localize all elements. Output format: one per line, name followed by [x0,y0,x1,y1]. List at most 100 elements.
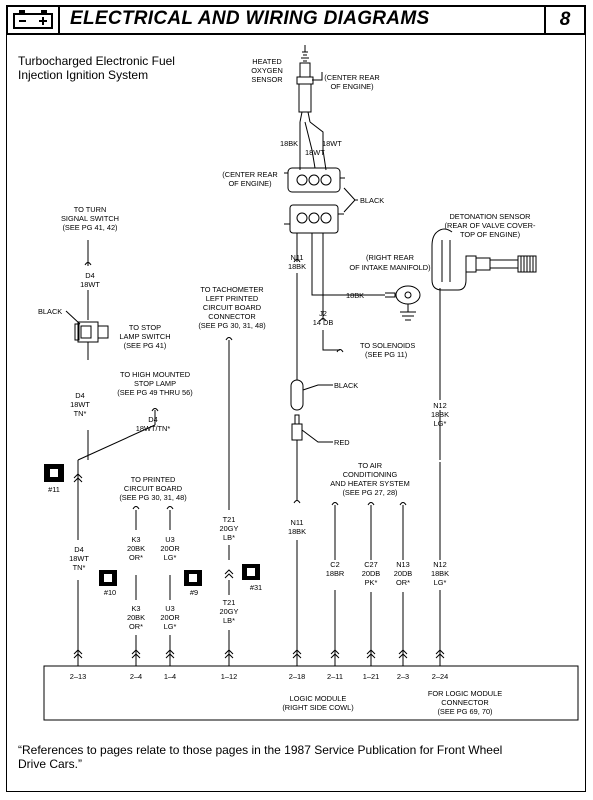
n11-top-2: 18BK [288,262,306,271]
pin-2-4: 2–4 [130,672,142,681]
k3-low-1: K3 [131,604,140,613]
pin-1-12: 1–12 [221,672,237,681]
turn-signal-1: TO TURN [74,205,107,214]
k3-top-2: 20BK [127,544,145,553]
connector-location-1: (CENTER REAR [222,170,277,179]
stop-wire-1: D4 [75,391,84,400]
wire-termination-icon [319,318,327,322]
hmsl-2: STOP LAMP [134,379,176,388]
wire-termination-icon [336,349,344,353]
turn-wire-1: D4 [85,271,94,280]
splice-31-icon [242,564,260,580]
k3-top-3: OR* [129,553,143,562]
d4-low-1: D4 [74,545,83,554]
page-title: ELECTRICAL AND WIRING DIAGRAMS [70,8,430,29]
wire-termination-icon [166,506,174,510]
ac-2: CONDITIONING [343,470,398,479]
wire-termination-icon [84,262,92,266]
splice-10-icon [99,570,117,586]
c2-2: 18BR [326,569,345,578]
o2-sensor-label-1: HEATED [252,57,281,66]
ac-4: (SEE PG 27, 28) [342,488,397,497]
n13-3: OR* [396,578,410,587]
d4-low-3: TN* [73,563,86,572]
connector-location-2: OF ENGINE) [228,179,271,188]
k3-low-2: 20BK [127,613,145,622]
t21-low-3: LB* [223,616,235,625]
diagram-title-line1: Turbocharged Electronic Fuel [18,54,175,68]
diagram-title-line2: Injection Ignition System [18,68,148,82]
inline-connector-icon [290,379,304,441]
tach-5: (SEE PG 30, 31, 48) [198,321,265,330]
c27-2: 20DB [362,569,381,578]
splice-9-icon [184,570,202,586]
u3-low-1: U3 [165,604,174,613]
n11-low-2: 18BK [288,527,306,536]
hmsl-wire-2: 18WT/TN* [136,424,171,433]
footnote-line2: Drive Cars.” [18,757,82,771]
splice-31-label: #31 [250,583,262,592]
u3-top-3: LG* [164,553,177,562]
stop-switch-1: TO STOP [129,323,161,332]
footnote-line1: “References to pages relate to those pag… [18,743,502,757]
wire-termination-icon [367,502,375,506]
page-number: 8 [544,7,584,33]
t21-low-2: 20GY [220,607,239,616]
tach-2: LEFT PRINTED [206,294,258,303]
n12-low-2: 18BK [431,569,449,578]
pin-2-24: 2–24 [432,672,448,681]
o2-wire-left: 18BK [280,139,298,148]
turn-signal-2: SIGNAL SWITCH [61,214,119,223]
pcb-2: CIRCUIT BOARD [124,484,182,493]
diagram-frame [6,35,586,792]
tach-3: CIRCUIT BOARD [203,303,261,312]
n13-1: N13 [396,560,410,569]
c27-1: C27 [364,560,378,569]
c27-3: PK* [365,578,378,587]
connector-chevron-icon [73,473,83,483]
t21-low-1: T21 [223,598,236,607]
stop-lamp-switch-icon [74,321,109,343]
connector-chevron-icon [398,649,408,659]
logic-module-1: LOGIC MODULE [290,694,347,703]
o2-sensor-label-3: SENSOR [251,75,282,84]
intake-location-1: (RIGHT REAR [366,253,414,262]
connector-chevron-icon [131,649,141,659]
wire-termination-icon [132,506,140,510]
pcb-3: (SEE PG 30, 31, 48) [119,493,186,502]
hmsl-1: TO HIGH MOUNTED [120,370,190,379]
ground-terminal-icon [385,285,421,321]
logic-module-box [43,665,579,721]
u3-low-3: LG* [164,622,177,631]
turn-wire-2: 18WT [80,280,100,289]
lm-connector-1: FOR LOGIC MODULE [428,689,502,698]
n12-top-1: N12 [433,401,447,410]
c2-1: C2 [330,560,339,569]
battery-icon [8,7,60,33]
o2-location-2: OF ENGINE) [330,82,373,91]
splice-11-icon [44,464,64,482]
u3-top-1: U3 [165,535,174,544]
oxygen-sensor-icon [296,45,323,123]
n12-top-2: 18BK [431,410,449,419]
t21-top-2: 20GY [220,524,239,533]
pin-1-21: 1–21 [363,672,379,681]
inline-upper: BLACK [334,381,358,390]
n12-low-3: LG* [434,578,447,587]
wire-termination-icon [293,500,301,504]
splice-10-label: #10 [104,588,116,597]
detonation-label-2: (REAR OF VALVE COVER- [445,221,536,230]
connector-center-rear-icon [284,167,345,234]
connector-chevron-icon [224,649,234,659]
detonation-sensor-icon [431,228,537,291]
stop-switch-3: (SEE PG 41) [124,341,167,350]
n13-2: 20DB [394,569,413,578]
k3-low-3: OR* [129,622,143,631]
connector-chevron-icon [330,649,340,659]
pin-1-4: 1–4 [164,672,176,681]
o2-wire-mid: 18WT [305,148,325,157]
hmsl-wire-1: D4 [148,415,157,424]
connector-chevron-icon [73,649,83,659]
o2-location-1: (CENTER REAR [324,73,379,82]
connector-chevron-icon [165,649,175,659]
